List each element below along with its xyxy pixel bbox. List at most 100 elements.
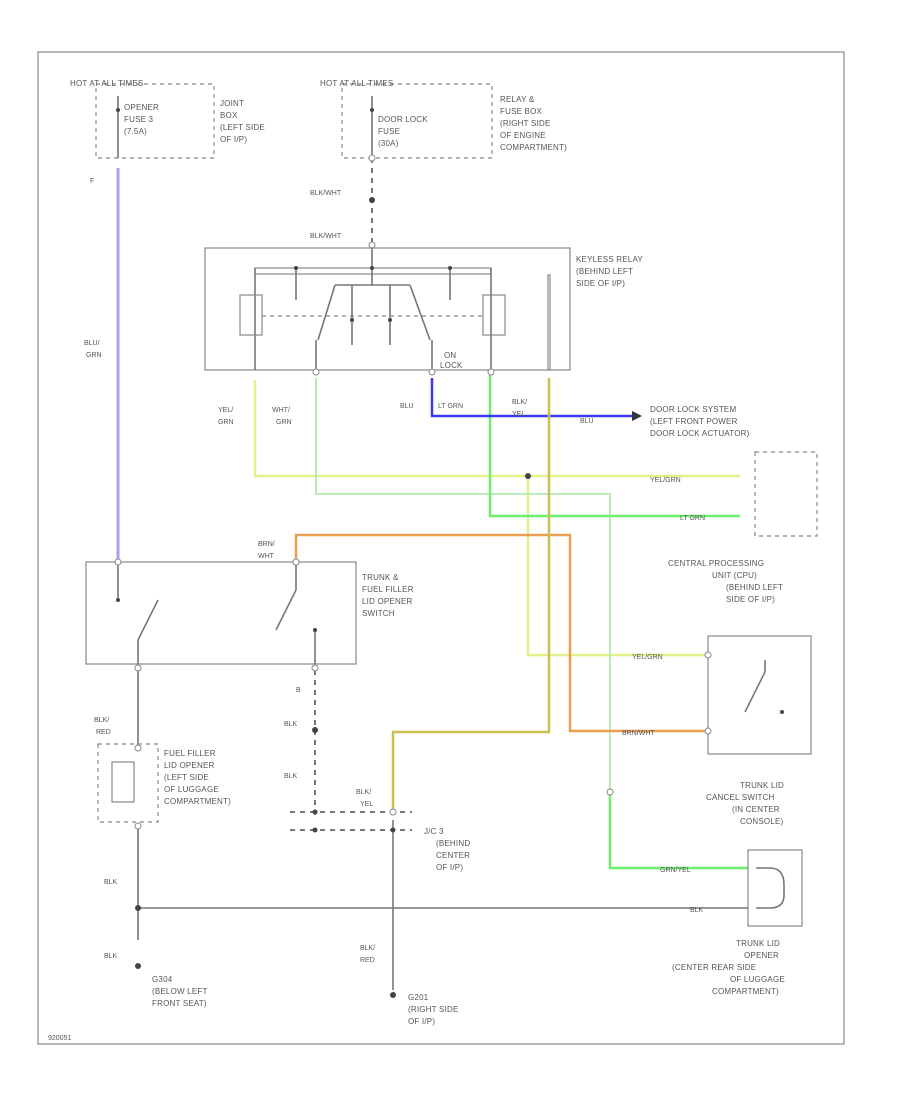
svg-text:BLK/: BLK/ [356,789,371,796]
svg-text:LID OPENER: LID OPENER [362,597,412,606]
svg-text:SIDE OF I/P): SIDE OF I/P) [726,595,775,604]
svg-text:(RIGHT SIDE: (RIGHT SIDE [500,119,551,128]
svg-text:COMPARTMENT): COMPARTMENT) [500,143,567,152]
svg-text:BLK/WHT: BLK/WHT [310,190,342,197]
gray-wires [137,158,748,990]
svg-text:YEL: YEL [360,801,373,808]
wire-brn-wht [294,533,708,733]
svg-text:F: F [90,178,94,185]
svg-text:RED: RED [96,729,111,736]
svg-text:OF ENGINE: OF ENGINE [500,131,546,140]
svg-text:TRUNK LID: TRUNK LID [736,939,780,948]
svg-text:G304: G304 [152,975,173,984]
figure-id: 920051 [48,1035,71,1042]
wire-wht-grn [315,378,611,790]
svg-text:OF I/P): OF I/P) [436,863,463,872]
svg-text:DOOR LOCK SYSTEM: DOOR LOCK SYSTEM [650,405,736,414]
svg-text:(BEHIND: (BEHIND [436,839,470,848]
svg-text:BRN/: BRN/ [258,541,275,548]
cpu-switch [704,635,812,755]
svg-text:DOOR LOCK: DOOR LOCK [378,115,428,124]
trunk-lid-opener [747,849,803,927]
svg-text:BLK: BLK [284,773,298,780]
trunk-fuel-switch [85,558,357,672]
svg-text:YEL: YEL [512,411,525,418]
svg-text:FRONT SEAT): FRONT SEAT) [152,999,207,1008]
svg-text:FUSE BOX: FUSE BOX [500,107,543,116]
hot-label-right: HOT AT ALL TIMES [320,79,393,88]
svg-text:SWITCH: SWITCH [362,609,395,618]
svg-text:LID OPENER: LID OPENER [164,761,214,770]
svg-text:TRUNK &: TRUNK & [362,573,399,582]
svg-text:CENTER: CENTER [436,851,470,860]
svg-text:UNIT (CPU): UNIT (CPU) [712,571,757,580]
svg-text:CONSOLE): CONSOLE) [740,817,784,826]
svg-text:JOINT: JOINT [220,99,244,108]
svg-text:OF I/P): OF I/P) [408,1017,435,1026]
svg-text:KEYLESS RELAY: KEYLESS RELAY [576,255,643,264]
svg-text:BLK: BLK [690,907,704,914]
svg-text:GRN: GRN [86,352,102,359]
keyless-relay [204,247,571,376]
svg-text:FUSE: FUSE [378,127,400,136]
svg-text:LOCK: LOCK [440,361,463,370]
svg-text:YEL/GRN: YEL/GRN [632,654,663,661]
svg-text:OPENER: OPENER [124,103,159,112]
svg-text:(30A): (30A) [378,139,399,148]
svg-text:G201: G201 [408,993,429,1002]
svg-text:FUSE 3: FUSE 3 [124,115,154,124]
svg-text:(LEFT FRONT POWER: (LEFT FRONT POWER [650,417,738,426]
svg-text:YEL/: YEL/ [218,407,233,414]
svg-text:BLU: BLU [580,418,594,425]
wire-yel-grn-top [253,380,740,478]
svg-text:TRUNK LID: TRUNK LID [740,781,784,790]
svg-text:(CENTER REAR SIDE: (CENTER REAR SIDE [672,963,756,972]
svg-text:OPENER: OPENER [744,951,779,960]
svg-text:OF LUGGAGE: OF LUGGAGE [730,975,785,984]
svg-text:FUEL FILLER: FUEL FILLER [362,585,414,594]
svg-text:BLK: BLK [104,953,118,960]
svg-text:(RIGHT SIDE: (RIGHT SIDE [408,1005,459,1014]
svg-text:WHT: WHT [258,553,275,560]
svg-text:WHT/: WHT/ [272,407,290,414]
svg-text:RED: RED [360,957,375,964]
wire-blk-yel [391,378,551,812]
svg-text:CANCEL SWITCH: CANCEL SWITCH [706,793,775,802]
diagram-border [37,51,845,1045]
ground-g201-icon [390,992,396,998]
svg-text:BOX: BOX [220,111,238,120]
svg-text:(LEFT SIDE: (LEFT SIDE [164,773,209,782]
svg-text:(LEFT SIDE: (LEFT SIDE [220,123,265,132]
svg-text:RELAY &: RELAY & [500,95,535,104]
svg-text:BLK: BLK [284,721,298,728]
svg-text:BLK/: BLK/ [512,399,527,406]
svg-text:BLK/WHT: BLK/WHT [310,233,342,240]
svg-text:J/C 3: J/C 3 [424,827,444,836]
relay-fuse-box [341,83,493,162]
svg-text:ON: ON [444,351,456,360]
svg-text:BRN/WHT: BRN/WHT [622,730,655,737]
svg-text:BLK/: BLK/ [360,945,375,952]
svg-text:GRN: GRN [218,419,234,426]
svg-text:COMPARTMENT): COMPARTMENT) [712,987,779,996]
cpu-box [754,451,818,537]
svg-text:GRN/YEL: GRN/YEL [660,867,691,874]
svg-text:(BELOW LEFT: (BELOW LEFT [152,987,208,996]
svg-text:GRN: GRN [276,419,292,426]
svg-text:(BEHIND LEFT: (BEHIND LEFT [726,583,783,592]
joint-box [95,83,215,159]
svg-text:OF I/P): OF I/P) [220,135,247,144]
svg-text:B: B [296,687,301,694]
ground-g304-icon [135,963,141,969]
svg-text:(7.5A): (7.5A) [124,127,147,136]
svg-text:OF LUGGAGE: OF LUGGAGE [164,785,219,794]
svg-text:LT GRN: LT GRN [438,403,463,410]
svg-text:BLK: BLK [104,879,118,886]
svg-text:LT GRN: LT GRN [680,515,705,522]
svg-text:SIDE OF I/P): SIDE OF I/P) [576,279,625,288]
svg-text:BLK/: BLK/ [94,717,109,724]
wire-labels: F BLU/ GRN BLK/WHT BLK/WHT YEL/ GRN WHT/… [84,178,705,964]
hot-label-left: HOT AT ALL TIMES [70,79,143,88]
wire-grn-yel [608,790,748,870]
svg-text:BLU: BLU [400,403,414,410]
